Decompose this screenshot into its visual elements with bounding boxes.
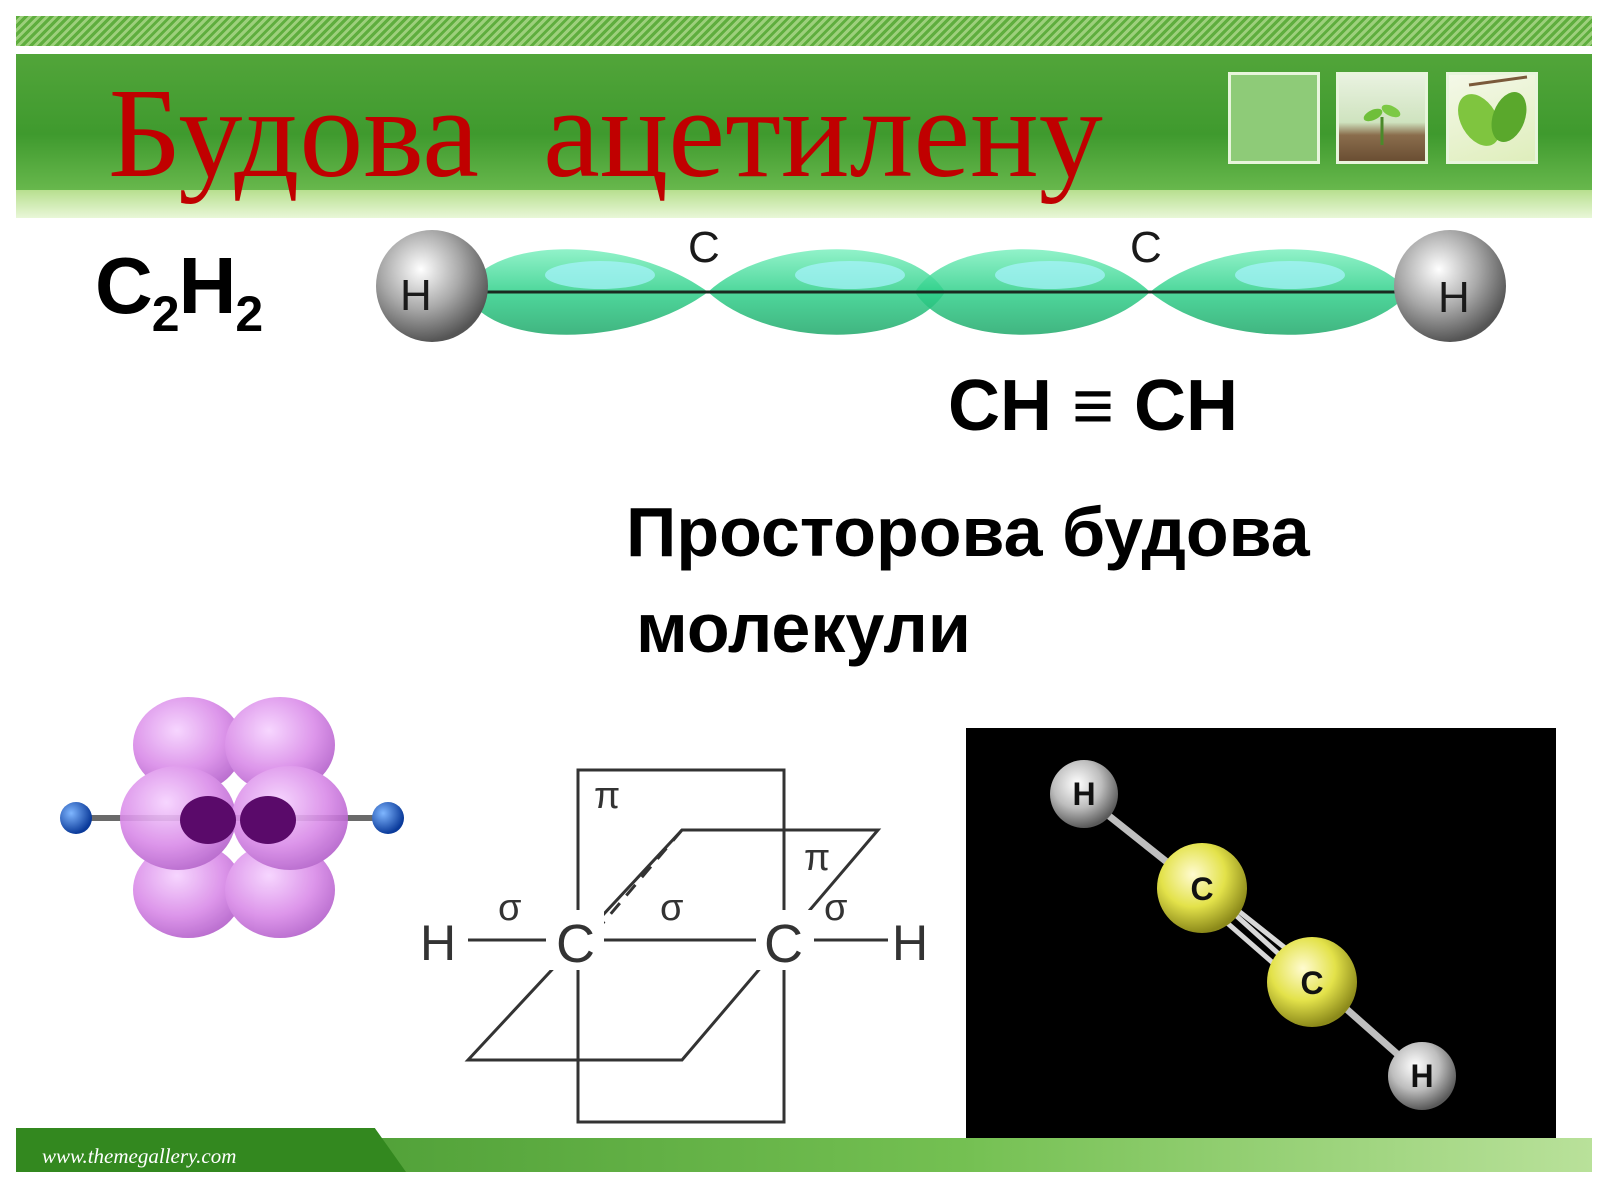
bond-label-c1: C [556, 914, 595, 974]
molecular-formula: C2H2 [95, 241, 263, 342]
hydrogen-ball-right [1394, 230, 1506, 342]
header-underline [16, 190, 1592, 218]
orbital-label-c-right: C [1130, 223, 1162, 272]
orbital-label-h-left: H [400, 271, 432, 320]
pi-cloud-model [60, 697, 404, 938]
hydrogen-ball-bottom [1388, 1042, 1456, 1110]
ball-and-stick-panel: H C C H [966, 728, 1556, 1142]
structural-formula: CH ≡ CH [948, 366, 1239, 446]
bond-label-sigma-3: σ [824, 887, 847, 929]
ball-label-c-lower: C [1300, 965, 1323, 1001]
header-thumbnail-seedling [1336, 72, 1428, 164]
orbital-label-c-left: C [688, 223, 720, 272]
footer-url[interactable]: www.themegallery.com [42, 1144, 237, 1168]
footer-tab [16, 1128, 406, 1172]
orbital-label-h-right: H [1438, 273, 1470, 322]
header-band [16, 54, 1592, 200]
slide-title: Будова ацетилену [108, 62, 1103, 204]
carbon-ball-lower [1267, 937, 1357, 1027]
ball-and-stick-model: H C C H [1050, 760, 1456, 1110]
sigma-pi-bond-diagram: H C C H σ σ σ π π [420, 768, 928, 1124]
pi-plane-horizontal [464, 828, 882, 1062]
bond-label-c2: C [764, 914, 803, 974]
subtitle-line-2: молекули [636, 589, 971, 667]
hydrogen-atom-left [60, 802, 92, 834]
hydrogen-ball-top [1050, 760, 1118, 828]
bond-label-h-left: H [420, 915, 456, 971]
bond-label-sigma-2: σ [660, 887, 683, 929]
bond-label-pi-2: π [804, 837, 830, 879]
ball-label-h-top: H [1072, 776, 1095, 812]
header-thumbnail-leaves [1446, 72, 1538, 164]
carbon-atom-right [240, 796, 296, 844]
hydrogen-atom-right [372, 802, 404, 834]
hydrogen-ball-left [376, 230, 488, 342]
header-stripe [16, 16, 1592, 46]
ball-label-c-upper: C [1190, 871, 1213, 907]
bond-label-pi-1: π [594, 775, 620, 817]
subtitle: Просторова будова молекули [626, 484, 1506, 676]
bond-label-h-right: H [892, 915, 928, 971]
subtitle-line-1: Просторова будова [626, 493, 1310, 571]
header-thumbnail-plain [1228, 72, 1320, 164]
carbon-atom-left [180, 796, 236, 844]
pi-plane-vertical [576, 768, 786, 1124]
carbon-ball-upper [1157, 843, 1247, 933]
orbital-overlap-diagram: H C C H [376, 223, 1506, 342]
bond-label-sigma-1: σ [498, 887, 521, 929]
ball-label-h-bottom: H [1410, 1058, 1433, 1094]
